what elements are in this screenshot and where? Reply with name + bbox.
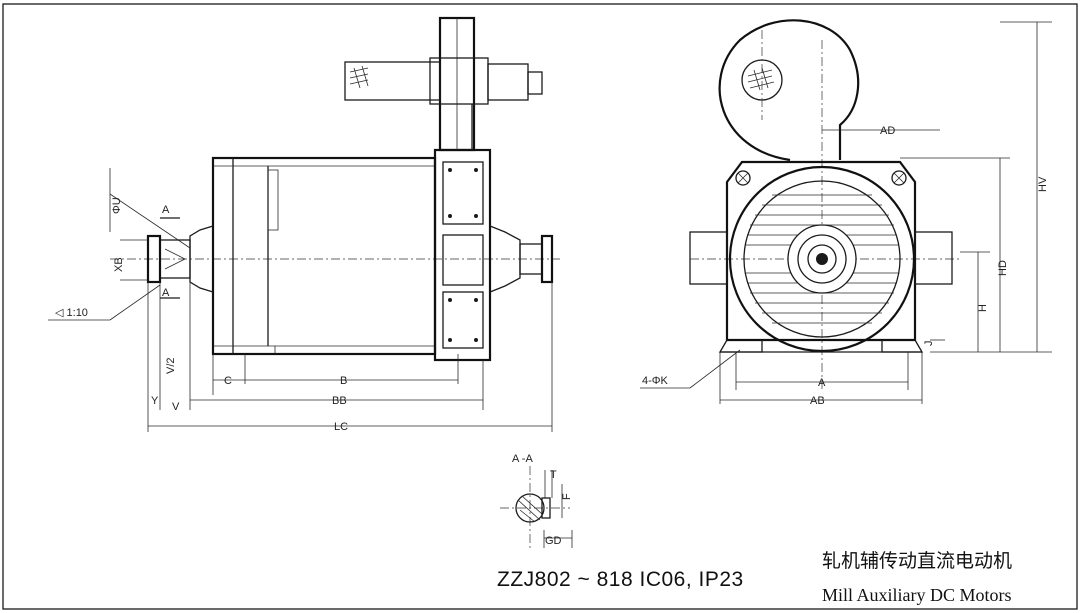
label-holes: 4-ΦK [642, 375, 669, 387]
dim-AD: AD [880, 125, 895, 137]
end-view: HV HD H J AD A AB 4-ΦK [640, 19, 1052, 407]
section-mark-bottom: A [162, 287, 170, 299]
dim-V: V [172, 401, 180, 413]
label-taper: ◁ 1:10 [55, 307, 88, 319]
dim-A: A [818, 377, 826, 389]
dim-HD: HD [997, 260, 1009, 276]
dim-H: H [977, 304, 989, 312]
dim-BB: BB [332, 395, 347, 407]
title-english: Mill Auxiliary DC Motors [822, 585, 1012, 605]
blower-motor [487, 63, 529, 101]
dim-LC: LC [334, 421, 348, 433]
section-title: A -A [512, 453, 533, 465]
section-mark-top: A [162, 204, 170, 216]
dim-C: C [224, 375, 232, 387]
shaft-end [146, 234, 162, 284]
blower-scroll [718, 19, 860, 162]
dim-HV: HV [1037, 176, 1049, 192]
stator-circle [728, 165, 916, 353]
label-XB: XB [113, 257, 125, 272]
dim-AB: AB [810, 395, 825, 407]
dim-J: J [923, 341, 935, 347]
sheet-border [2, 3, 1078, 610]
model-range-label: ZZJ802 ~ 818 IC06, IP23 [497, 568, 744, 591]
dim-V2: V/2 [165, 357, 177, 374]
motor-frame [211, 156, 437, 356]
side-view: A A ΦU XB ◁ 1:10 C B V/2 V Y BB [48, 16, 560, 433]
title-chinese: 轧机辅传动直流电动机 [822, 550, 1013, 572]
dim-B: B [340, 375, 347, 387]
blower-duct [344, 61, 441, 101]
section-dim-GD: GD [545, 535, 562, 547]
section-dim-T: T [550, 469, 557, 481]
dim-Y: Y [151, 395, 159, 407]
section-a-a: A -A T F GD [500, 453, 573, 548]
section-dim-F: F [561, 493, 573, 500]
label-phiU: ΦU [111, 197, 123, 214]
